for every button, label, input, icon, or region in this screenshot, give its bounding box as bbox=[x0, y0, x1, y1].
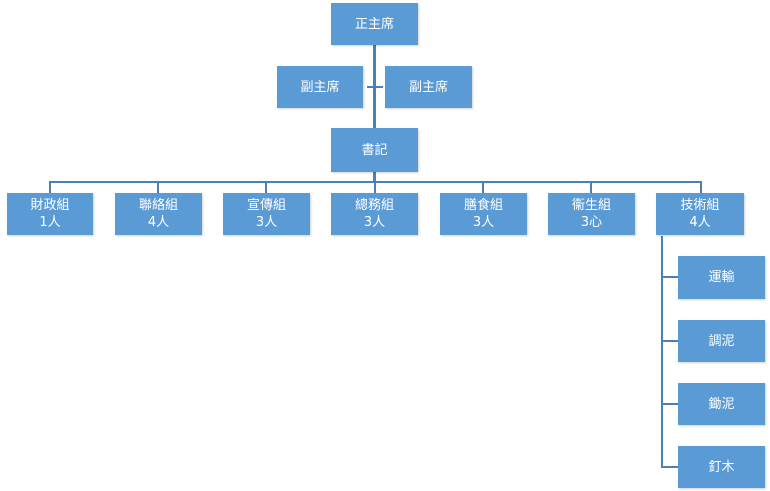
vice-chairman-box-right[interactable]: 副主席 bbox=[385, 66, 472, 108]
connector-secretary-bus bbox=[373, 172, 376, 182]
group-count: 3心 bbox=[580, 215, 603, 230]
secretary-box[interactable]: 書記 bbox=[331, 128, 418, 172]
group-box-liaison[interactable]: 聯絡組 4人 bbox=[115, 193, 202, 235]
group-box-general-affairs[interactable]: 總務組 3人 bbox=[331, 193, 418, 235]
connector-drop bbox=[590, 181, 592, 193]
group-name: 聯絡組 bbox=[138, 198, 178, 213]
connector-drop bbox=[700, 181, 702, 193]
group-count: 4人 bbox=[147, 215, 170, 230]
connector-drop bbox=[265, 181, 267, 193]
tech-subgroup-box-mix-mud[interactable]: 調泥 bbox=[678, 320, 765, 362]
group-box-technical[interactable]: 技術組 4人 bbox=[656, 193, 744, 235]
vice-chairman-box-left[interactable]: 副主席 bbox=[277, 66, 363, 108]
connector-tech-branch bbox=[661, 403, 678, 405]
group-name: 總務組 bbox=[354, 198, 394, 213]
vice-chairman-label: 副主席 bbox=[408, 79, 448, 95]
group-name: 財政組 bbox=[30, 198, 70, 213]
connector-tech-branch bbox=[661, 466, 678, 468]
group-box-publicity[interactable]: 宣傳組 3人 bbox=[223, 193, 310, 235]
secretary-label: 書記 bbox=[361, 142, 388, 158]
vice-chairman-label: 副主席 bbox=[300, 79, 340, 95]
group-name: 技術組 bbox=[680, 198, 720, 213]
chairman-box[interactable]: 正主席 bbox=[331, 3, 418, 45]
group-count: 3人 bbox=[255, 215, 278, 230]
group-count: 4人 bbox=[689, 215, 711, 230]
tech-subgroup-box-shovel-mud[interactable]: 鋤泥 bbox=[678, 383, 765, 425]
connector-drop bbox=[157, 181, 159, 193]
connector-tech-spine bbox=[661, 236, 663, 466]
group-count: 3人 bbox=[363, 215, 386, 230]
group-box-catering[interactable]: 膳食組 3人 bbox=[440, 193, 527, 235]
tech-subgroup-box-carpentry[interactable]: 釘木 bbox=[678, 446, 765, 488]
group-box-finance[interactable]: 財政組 1人 bbox=[7, 193, 93, 235]
connector-tech-branch bbox=[661, 340, 678, 342]
group-count: 1人 bbox=[39, 215, 61, 230]
connector-drop bbox=[49, 181, 51, 193]
connector-groups-bus bbox=[50, 181, 702, 183]
group-name: 宣傳組 bbox=[246, 198, 286, 213]
group-count: 3人 bbox=[472, 215, 495, 230]
tech-subgroup-box-transport[interactable]: 運輸 bbox=[678, 256, 765, 299]
chairman-label: 正主席 bbox=[354, 16, 394, 32]
group-name: 膳食組 bbox=[463, 198, 503, 213]
tech-subgroup-label: 鋤泥 bbox=[708, 396, 735, 412]
connector-vice-chairmen bbox=[367, 86, 383, 88]
group-box-hygiene[interactable]: 衞生組 3心 bbox=[548, 193, 635, 235]
tech-subgroup-label: 運輸 bbox=[708, 270, 735, 285]
group-name: 衞生組 bbox=[571, 198, 611, 213]
tech-subgroup-label: 釘木 bbox=[708, 459, 735, 475]
connector-tech-branch bbox=[661, 276, 678, 278]
connector-drop bbox=[482, 181, 484, 193]
tech-subgroup-label: 調泥 bbox=[708, 333, 735, 349]
connector-drop bbox=[374, 181, 376, 193]
